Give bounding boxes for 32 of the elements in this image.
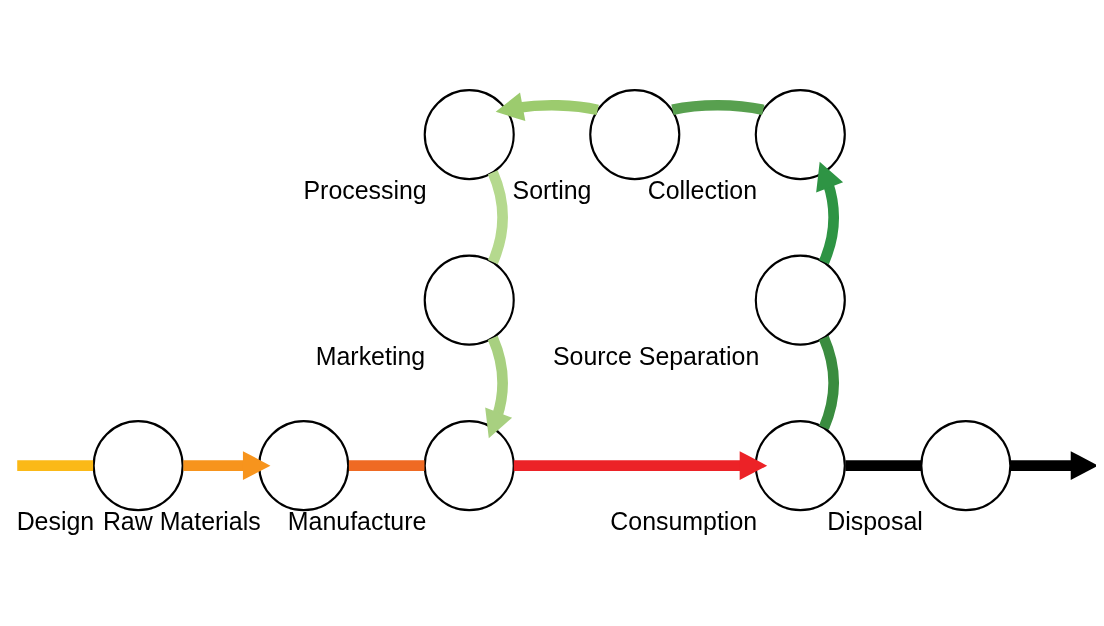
node-label: Consumption [610,506,758,535]
node-circle [920,419,1012,511]
node-label: Raw Materials [102,506,261,535]
node-label: Manufacture [287,506,427,535]
node-circle [754,254,846,346]
node-circle [423,88,515,180]
node-label: Sorting [512,175,592,204]
connector [348,459,425,471]
node-label: Marketing [315,341,426,370]
arrow [183,450,271,480]
arrow [485,335,513,438]
connector [17,459,94,471]
connector [845,459,922,471]
node-label: Processing [303,175,427,204]
arrow [816,161,844,264]
node-label: Source Separation [552,341,760,370]
arrow [495,92,599,121]
connector [818,335,839,429]
node-label: Design [16,506,95,535]
node-circle [258,419,350,511]
node-circle [423,254,515,346]
node-circle [754,419,846,511]
arrow [513,450,768,480]
node-circle [754,88,846,180]
node-label: Disposal [827,506,923,535]
node-circle [92,419,184,511]
connector [487,169,508,264]
arrow [1010,450,1096,480]
node-circle [423,419,515,511]
node-circle [589,88,681,180]
node-label: Collection [647,175,758,204]
connector [671,99,765,115]
